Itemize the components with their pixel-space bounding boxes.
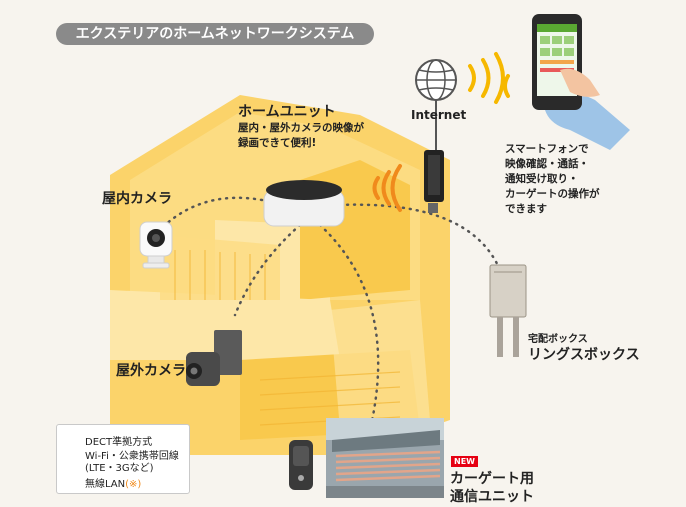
smartphone-desc-line2: 映像確認・通話・ <box>505 158 589 170</box>
page-title: エクステリアのホームネットワークシステム <box>56 23 374 45</box>
home-unit-device <box>263 180 345 227</box>
delivery-box-label: リングスボックス <box>528 347 640 363</box>
legend-dect: DECT準拠方式 <box>85 437 153 448</box>
smartphone-desc-line4: カーゲートの操作が <box>505 188 600 200</box>
legend-lan-note: (※) <box>125 479 142 490</box>
legend-wifi-line2: (LTE・3Gなど) <box>85 463 154 474</box>
outdoor-camera-label: 屋外カメラ <box>116 363 186 379</box>
smartphone-desc-line3: 通知受け取り・ <box>505 173 579 185</box>
mobile-network-waves <box>468 52 510 104</box>
smartphone-device <box>532 14 630 150</box>
indoor-camera-device <box>139 221 173 269</box>
delivery-box-device <box>489 264 527 357</box>
cargate-unit-label-line2: 通信ユニット <box>450 489 534 505</box>
dect-links <box>163 196 502 432</box>
legend-lan-label: 無線LAN <box>85 479 126 490</box>
smartphone-desc-line5: できます <box>505 203 547 215</box>
cargate-unit-label-line1: カーゲート用 <box>450 471 534 487</box>
legend-lan: 無線LAN(※) <box>85 475 141 490</box>
smartphone-desc-line1: スマートフォンで <box>505 143 589 155</box>
wireless-lan-waves <box>372 164 402 212</box>
delivery-box-sublabel: 宅配ボックス <box>528 334 588 345</box>
carport-photo <box>326 418 444 498</box>
home-unit-desc-line1: 屋内・屋外カメラの映像が <box>238 122 364 134</box>
internet-label: Internet <box>411 108 467 122</box>
home-unit-description: 屋内・屋外カメラの映像が 録画できて便利! <box>238 121 364 151</box>
indoor-camera-label: 屋内カメラ <box>102 191 172 207</box>
legend-wifi-line1: Wi-Fi・公衆携帯回線 <box>85 451 179 462</box>
home-unit-desc-line2: 録画できて便利! <box>238 137 317 149</box>
internet-globe <box>415 59 457 150</box>
home-unit-title: ホームユニット <box>238 104 336 120</box>
smartphone-description: スマートフォンで 映像確認・通話・ 通知受け取り・ カーゲートの操作が できます <box>505 142 600 217</box>
outdoor-camera-device <box>186 330 242 386</box>
legend-box: DECT準拠方式 Wi-Fi・公衆携帯回線 (LTE・3Gなど) 無線LAN(※… <box>56 424 190 494</box>
new-badge: NEW <box>451 456 478 467</box>
router-device <box>424 150 444 213</box>
cargate-unit-device <box>289 440 313 490</box>
